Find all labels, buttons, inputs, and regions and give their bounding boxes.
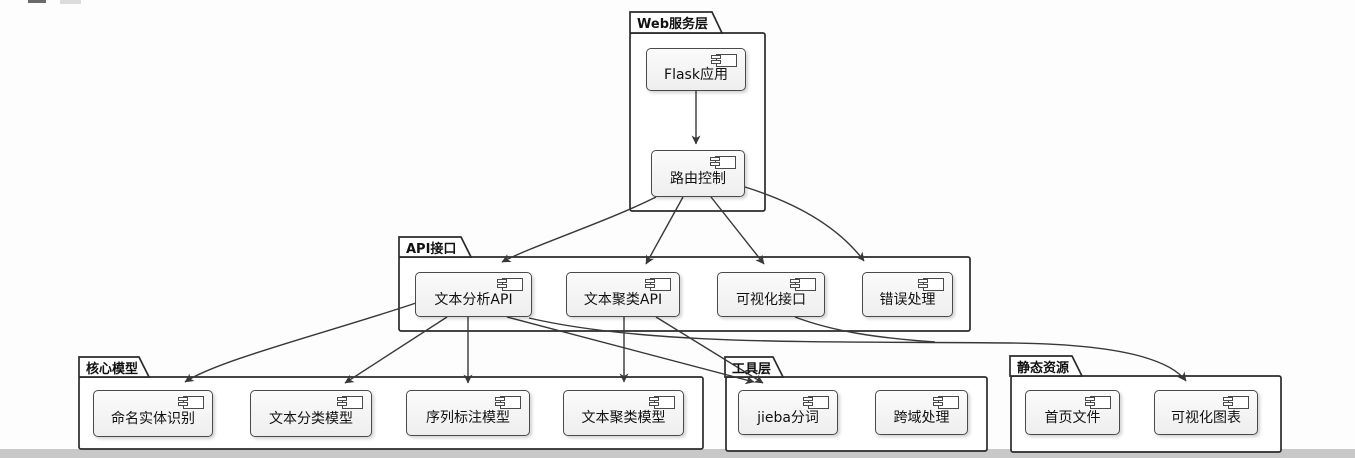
component-label-sequence-labeling-model: 序列标注模型 (426, 410, 510, 426)
edge-text-analysis-api-to-visualization-chart (528, 317, 1187, 382)
component-label-route-control: 路由控制 (670, 170, 726, 187)
edge-text-cluster-api-to-jieba-segmentation (655, 316, 764, 384)
uml-component-icon (711, 54, 737, 67)
component-label-ner-model: 命名实体识别 (111, 410, 195, 427)
component-label-flask-app: Flask应用 (664, 66, 728, 83)
uml-component-icon (710, 156, 736, 169)
component-text-classification-model: 文本分类模型 (250, 390, 372, 437)
component-text-clustering-model: 文本聚类模型 (563, 390, 684, 436)
component-label-text-classification-model: 文本分类模型 (269, 410, 353, 427)
page-bottom-strip (0, 449, 1355, 458)
edge-route-control-to-text-analysis-api (501, 196, 657, 263)
component-sequence-labeling-model: 序列标注模型 (406, 390, 530, 436)
package-label-static-resources: 静态资源 (1017, 360, 1070, 376)
edge-route-control-to-text-cluster-api (645, 196, 684, 265)
cropped-toolbar-fragment-dark (28, 0, 46, 3)
component-text-analysis-api: 文本分析API (415, 272, 532, 317)
component-label-text-cluster-api: 文本聚类API (583, 291, 663, 308)
package-label-web-service-layer: Web服务层 (637, 17, 708, 32)
edge-route-control-to-error-handling (744, 186, 865, 262)
package-tab-tool-layer (724, 356, 785, 378)
package-tab-static-resources (1009, 355, 1084, 377)
package-core-models (78, 376, 704, 450)
edge-route-control-to-visualization-api (710, 196, 765, 265)
component-label-error-handling: 错误处理 (879, 291, 936, 308)
uml-component-icon (933, 396, 959, 409)
package-tab-web-service-layer (629, 11, 724, 34)
component-index-file: 首页文件 (1025, 390, 1120, 435)
uml-component-icon (497, 278, 523, 291)
component-label-visualization-api: 可视化接口 (736, 291, 806, 308)
component-cors-handling: 跨域处理 (875, 390, 968, 435)
component-route-control: 路由控制 (651, 150, 745, 197)
package-tab-core-models (78, 356, 151, 378)
uml-component-icon (918, 278, 944, 291)
component-text-cluster-api: 文本聚类API (566, 272, 680, 317)
uml-component-icon (1085, 396, 1111, 409)
edge-visualization-api-to-visualization-chart (794, 316, 936, 343)
cropped-toolbar-fragment-light (60, 0, 81, 4)
component-ner-model: 命名实体识别 (93, 390, 213, 437)
package-label-api-interface: API接口 (406, 241, 457, 257)
uml-component-icon (178, 396, 204, 409)
component-visualization-chart: 可视化图表 (1154, 390, 1258, 435)
component-visualization-api: 可视化接口 (717, 272, 825, 317)
component-jieba-segmentation: jieba分词 (738, 390, 838, 435)
component-label-cors-handling: 跨域处理 (893, 409, 950, 426)
uml-component-icon (790, 278, 816, 291)
edge-text-analysis-api-to-text-classification-model (344, 316, 448, 384)
edge-text-analysis-api-to-jieba-segmentation (506, 316, 755, 385)
uml-component-icon (645, 278, 671, 291)
component-label-index-file: 首页文件 (1044, 409, 1101, 426)
component-flask-app: Flask应用 (646, 48, 746, 91)
package-label-core-models: 核心模型 (86, 361, 139, 377)
uml-component-icon (1223, 396, 1249, 409)
component-error-handling: 错误处理 (862, 272, 953, 317)
uml-component-icon (495, 396, 521, 409)
edge-text-analysis-api-to-ner-model (184, 302, 417, 383)
package-api-interface (398, 256, 971, 332)
component-label-text-clustering-model: 文本聚类模型 (581, 410, 666, 426)
package-tab-api-interface (398, 236, 473, 258)
component-label-text-analysis-api: 文本分析API (434, 291, 513, 308)
component-label-jieba-segmentation: jieba分词 (757, 409, 819, 426)
component-label-visualization-chart: 可视化图表 (1171, 409, 1241, 426)
package-label-tool-layer: 工具层 (732, 361, 772, 377)
uml-component-icon (337, 396, 363, 409)
uml-component-icon (649, 396, 675, 409)
uml-component-icon (803, 396, 829, 409)
